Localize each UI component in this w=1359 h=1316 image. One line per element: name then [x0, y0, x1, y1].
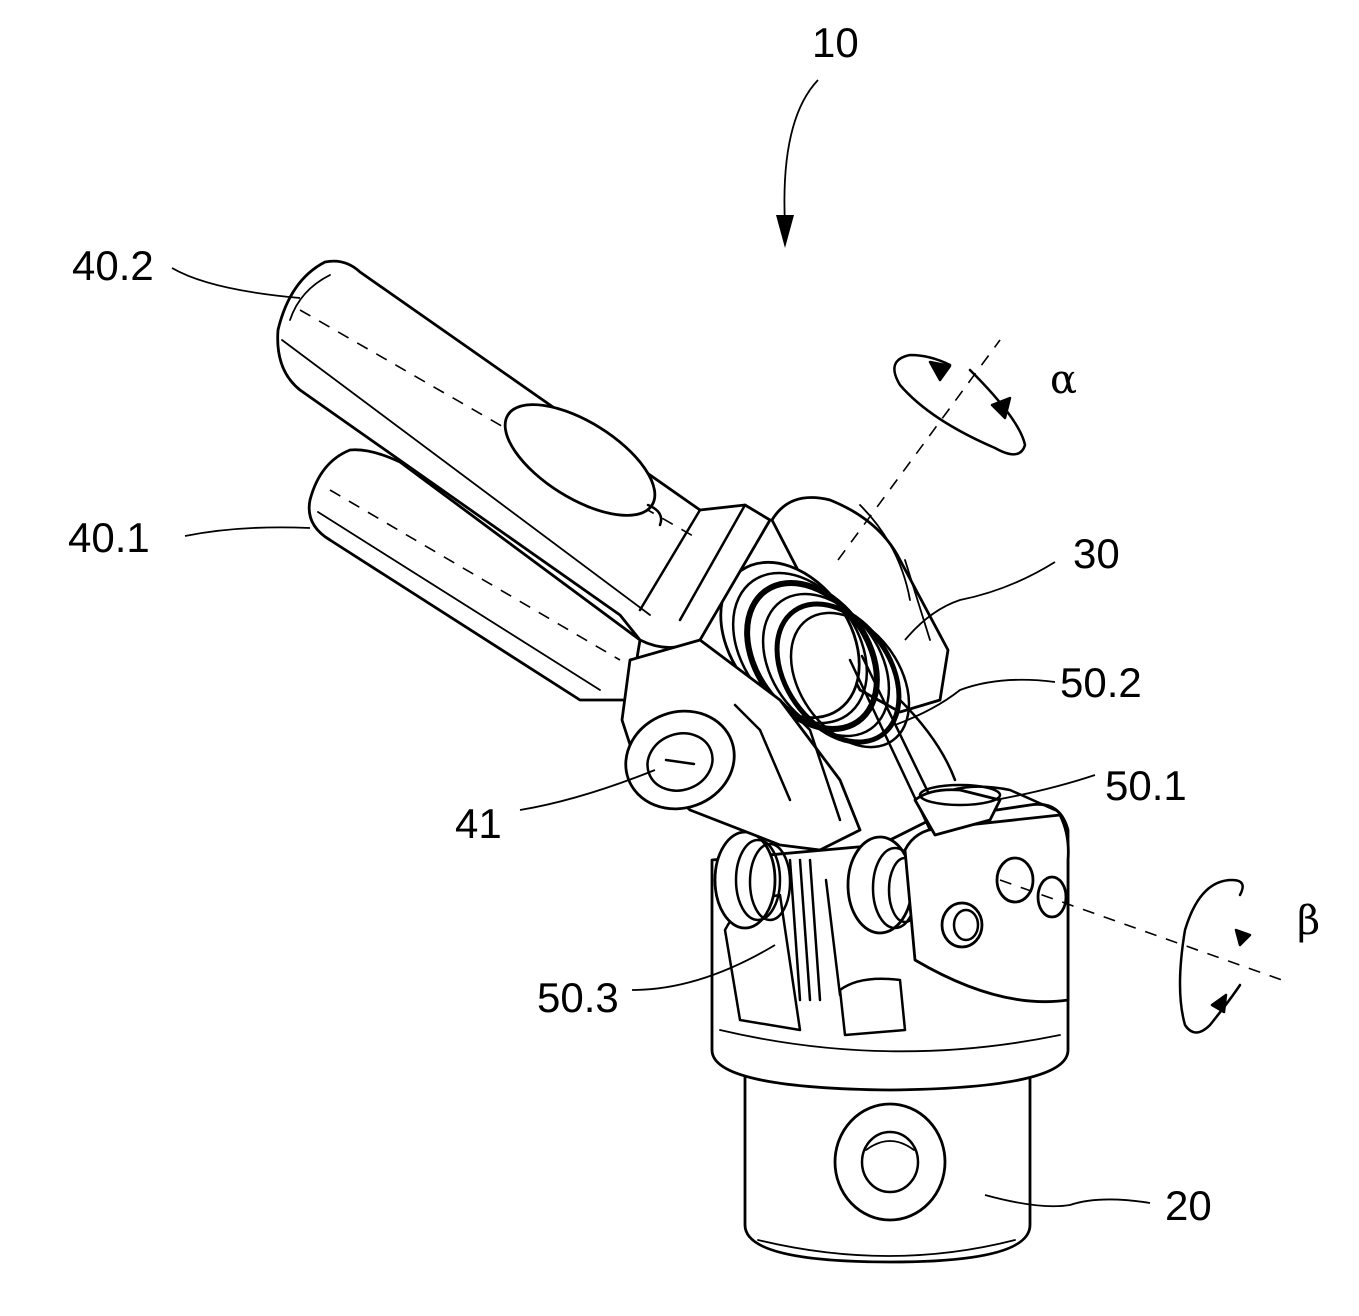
label-cable-middle: 50.1: [1105, 762, 1187, 809]
leader-50-3: [631, 944, 776, 991]
label-assembly: 10: [812, 19, 859, 66]
right-pulley: [846, 813, 1070, 1004]
label-jaw-upper: 40.2: [72, 242, 154, 289]
jaw-lower: [307, 448, 642, 702]
leader-40-1: [184, 526, 311, 537]
leader-41: [519, 769, 656, 811]
leader-30: [904, 561, 1056, 641]
base-cylinder: [743, 1058, 1032, 1264]
label-pin: 41: [455, 800, 502, 847]
alpha-axis: [837, 339, 1027, 561]
label-base: 20: [1165, 1182, 1212, 1229]
label-beta: β: [1297, 898, 1320, 944]
assembly-arrow: [776, 79, 819, 248]
jaw-upper: [276, 259, 772, 649]
beta-axis: [999, 878, 1283, 1034]
label-jaw-lower: 40.1: [68, 514, 150, 561]
leader-40-2: [171, 267, 301, 299]
clevis-link: [620, 638, 862, 852]
label-cable-upper: 50.2: [1060, 659, 1142, 706]
leader-20: [984, 1194, 1151, 1208]
label-housing: 30: [1073, 530, 1120, 577]
cables: [848, 654, 1002, 837]
leader-50-1: [994, 774, 1096, 801]
label-alpha: α: [1050, 357, 1077, 403]
label-cable-lower: 50.3: [537, 974, 619, 1021]
leader-50-2: [894, 678, 1056, 726]
lower-pulleys: [713, 830, 842, 1002]
